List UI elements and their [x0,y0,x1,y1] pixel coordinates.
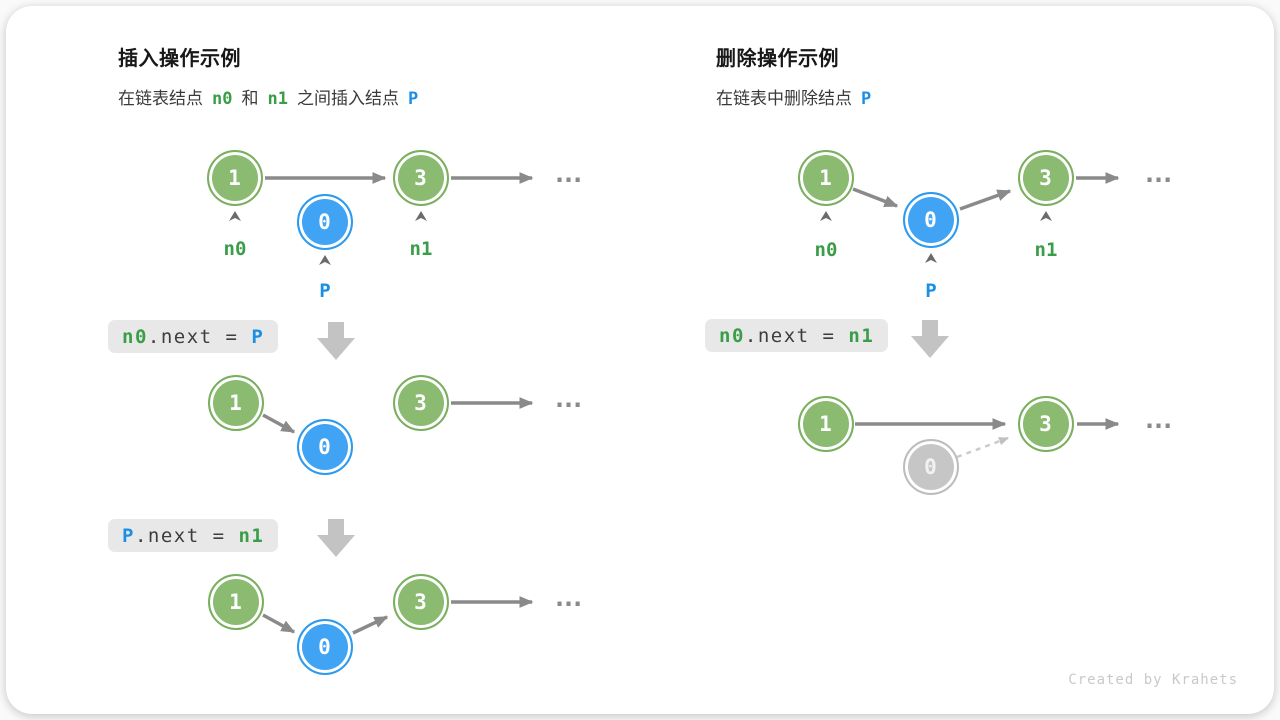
caret-up-icon [229,211,241,221]
node-value: 3 [414,390,427,415]
arrow-1-to-0 [262,613,296,634]
caret-up-icon [820,211,832,221]
code-token: n0 [122,325,148,348]
insert-arrows [262,172,534,635]
caret-up-icon [415,211,427,221]
node-value: 0 [318,434,331,459]
down-arrow-icon [317,519,355,557]
list-node-1: 1 [207,573,264,630]
node-value: 0 [924,454,937,479]
list-node-1: 1 [797,395,854,452]
code-token: P [251,325,265,348]
step-arrows [317,320,949,557]
node-value: 0 [318,209,331,234]
arrow-0-to-3 [959,189,1012,211]
node-value: 3 [1039,411,1052,436]
insert-panel-subtitle: 在链表结点 n0 和 n1 之间插入结点 P [118,84,418,109]
code-label-n0-next-n1: n0.next = n1 [705,319,889,352]
delete-panel-subtitle: 在链表中删除结点 P [716,84,871,109]
ellipsis: ... [552,384,585,413]
pointer-label-n0: n0 [814,239,838,261]
pointer-label-n1: n1 [409,238,433,260]
caret-up-icon [925,253,937,263]
list-node-1: 1 [797,149,854,206]
code-token: .next = [134,524,239,547]
token-p: P [861,89,872,109]
list-node-p: 0 [296,418,353,475]
pointer-label-n1: n1 [1034,239,1058,261]
code-token: P [122,524,135,547]
list-node-p: 0 [296,193,353,250]
caret-up-icon [1040,211,1052,221]
list-node-3: 3 [392,573,449,630]
node-value: 3 [414,165,427,190]
subtitle-text: 在链表中删除结点 [716,89,852,108]
code-label-p-next-n1: P.next = n1 [108,519,279,552]
token-n0: n0 [212,89,233,109]
code-token: n1 [848,324,875,347]
code-token: n1 [238,524,265,547]
pointer-label-n0: n0 [223,238,247,260]
node-value: 3 [1039,165,1052,190]
code-token: n0 [719,324,745,347]
arrow-0-to-3 [352,615,389,635]
token-n1: n1 [267,89,288,109]
ellipsis: ... [552,583,585,612]
list-node-1: 1 [207,374,264,431]
insert-panel-title: 插入操作示例 [118,48,241,70]
pointer-label-p: P [319,280,331,302]
arrow-1-to-0 [852,187,899,208]
down-arrow-icon [317,322,355,360]
ellipsis: ... [1142,159,1175,188]
pointer-carets [229,211,1052,265]
list-node-3: 3 [1017,149,1074,206]
delete-panel-title: 删除操作示例 [716,48,839,70]
caret-up-icon [319,255,331,265]
ellipsis: ... [552,159,585,188]
node-value: 0 [318,634,331,659]
watermark: Created by Krahets [1068,672,1238,688]
node-value: 3 [414,589,427,614]
node-value: 1 [229,390,242,415]
list-node-removed: 0 [902,438,959,495]
code-label-n0-next-p: n0.next = P [108,320,279,353]
down-arrow-icon [911,320,949,358]
node-value: 1 [819,165,832,190]
token-p: P [407,89,419,109]
delete-arrows [852,172,1120,430]
subtitle-text: 之间插入结点 [296,89,399,108]
node-value: 1 [228,165,241,190]
list-node-3: 3 [392,374,449,431]
list-node-p: 0 [296,618,353,675]
ellipsis: ... [1142,405,1175,434]
list-node-p: 0 [902,191,959,248]
code-token: .next = [147,325,252,348]
dashed-arrow-removed-0-to-3 [956,436,1009,459]
list-node-1: 1 [206,149,263,206]
code-token: .next = [744,324,849,347]
list-node-3: 3 [1017,395,1074,452]
subtitle-text: 和 [241,89,259,108]
arrow-1-to-0 [262,413,296,434]
subtitle-text: 在链表结点 [118,89,203,108]
pointer-label-p: P [925,280,937,302]
node-value: 1 [819,411,832,436]
node-value: 0 [924,207,937,232]
node-value: 1 [229,589,242,614]
list-node-3: 3 [392,149,449,206]
